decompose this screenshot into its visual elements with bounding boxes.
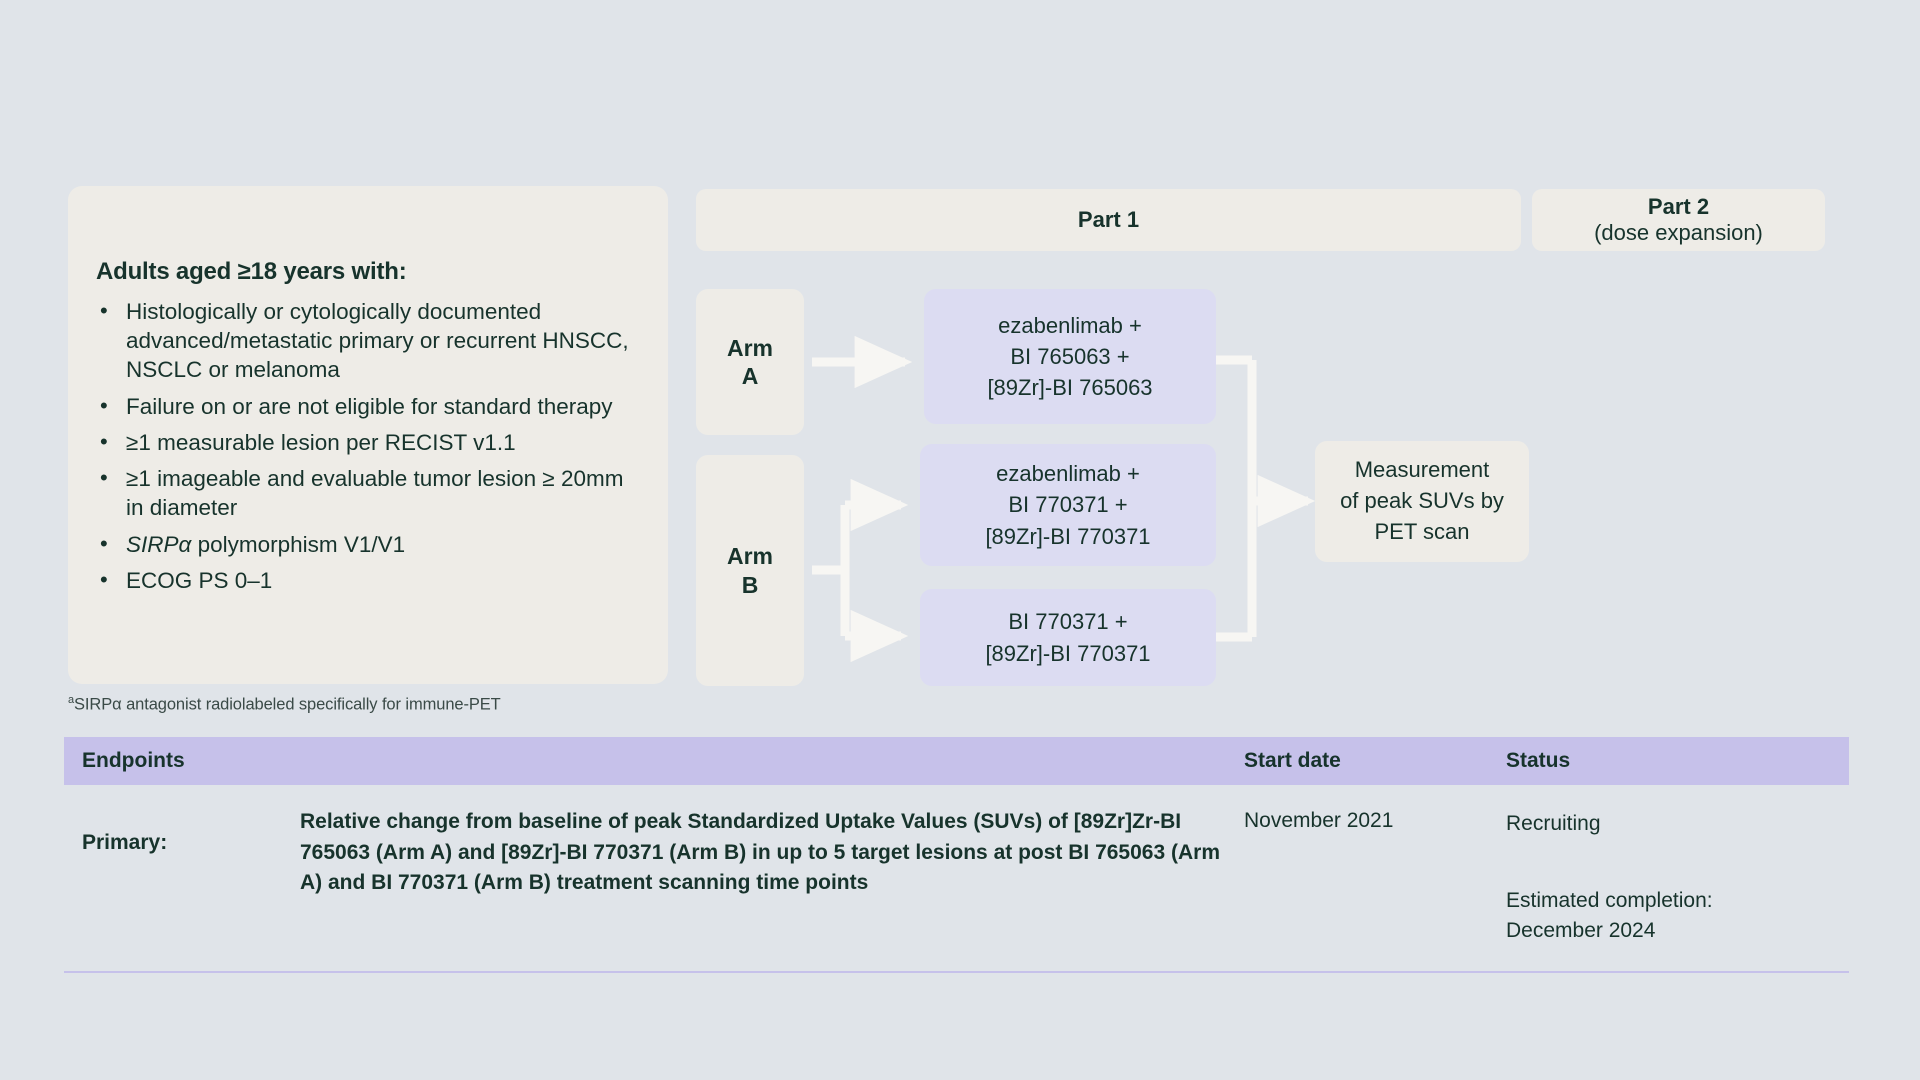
bullet-icon: • <box>100 392 108 418</box>
column-header-endpoints: Endpoints <box>82 749 185 772</box>
arm-b-label-line1: Arm <box>726 543 773 570</box>
part-1-header: Part 1 <box>696 189 1521 251</box>
treatment-box-arm-b-1: ezabenlimab + BI 770371 + [89Zr]-BI 7703… <box>920 444 1216 566</box>
treatment-box-arm-a: ezabenlimab + BI 765063 + [89Zr]-BI 7650… <box>924 289 1216 424</box>
measurement-outcome-box: Measurement of peak SUVs by PET scan <box>1315 441 1529 562</box>
criteria-item-5: • SIRPα polymorphism V1/V1 <box>96 530 634 559</box>
table-header-row: Endpoints Start date Status <box>64 737 1849 785</box>
criteria-item-text: Histologically or cytologically document… <box>126 298 629 383</box>
part-2-sublabel: (dose expansion) <box>1594 220 1763 245</box>
arm-a-box: Arm A <box>696 289 804 435</box>
arm-a-label-line1: Arm <box>726 334 773 361</box>
estimated-completion-label: Estimated completion: <box>1506 889 1713 913</box>
treatment-line: [89Zr]-BI 770371 <box>985 523 1151 549</box>
treatment-line: [89Zr]-BI 770371 <box>985 640 1151 666</box>
footnote: aSIRPα antagonist radiolabeled specifica… <box>68 694 501 715</box>
measurement-line: Measurement <box>1354 457 1490 483</box>
criteria-item-1: • Histologically or cytologically docume… <box>96 297 634 385</box>
endpoint-type-label: Primary: <box>82 831 168 854</box>
treatment-line: ezabenlimab + <box>998 312 1142 338</box>
part-2-header: Part 2 (dose expansion) <box>1532 189 1825 251</box>
column-header-start-date: Start date <box>1244 749 1341 772</box>
treatment-line: BI 770371 + <box>1008 609 1128 635</box>
footnote-marker: a <box>68 694 75 706</box>
bullet-icon: • <box>100 428 108 454</box>
treatment-line: [89Zr]-BI 765063 <box>987 375 1153 401</box>
criteria-item-text: Failure on or are not eligible for stand… <box>126 393 613 419</box>
status-cell: Recruiting Estimated completion: Decembe… <box>1506 807 1846 971</box>
treatment-line: ezabenlimab + <box>996 461 1140 487</box>
arm-b-box: Arm B <box>696 455 804 686</box>
criteria-item-2: • Failure on or are not eligible for sta… <box>96 392 634 421</box>
start-date-value: November 2021 <box>1244 809 1394 832</box>
measurement-line: of peak SUVs by <box>1340 488 1504 514</box>
criteria-item-text: ECOG PS 0–1 <box>126 567 273 593</box>
treatment-box-arm-b-2: BI 770371 + [89Zr]-BI 770371 <box>920 589 1216 686</box>
treatment-line: BI 765063 + <box>1010 343 1130 369</box>
footnote-text: SIRPα antagonist radiolabeled specifical… <box>74 695 501 714</box>
arm-b-label-line2: B <box>741 571 759 598</box>
status-badge: Recruiting <box>1506 812 1601 835</box>
bullet-icon: • <box>100 465 108 491</box>
criteria-item-4: • ≥1 imageable and evaluable tumor lesio… <box>96 464 634 523</box>
criteria-item-text: ≥1 imageable and evaluable tumor lesion … <box>126 466 624 521</box>
endpoints-table: Endpoints Start date Status Primary: Rel… <box>64 737 1849 973</box>
criteria-title: Adults aged ≥18 years with: <box>96 258 407 285</box>
criteria-item-gene: SIRPα <box>126 531 192 557</box>
bullet-icon: • <box>100 530 108 556</box>
endpoint-description: Relative change from baseline of peak St… <box>300 810 1220 895</box>
estimated-completion-value: December 2024 <box>1506 918 1656 942</box>
column-header-status: Status <box>1506 749 1571 772</box>
criteria-item-6: • ECOG PS 0–1 <box>96 566 634 595</box>
criteria-item-text: ≥1 measurable lesion per RECIST v1.1 <box>126 429 516 455</box>
eligibility-criteria-card: Adults aged ≥18 years with: • Histologic… <box>68 186 668 684</box>
criteria-list: • Histologically or cytologically docume… <box>96 297 634 595</box>
treatment-line: BI 770371 + <box>1008 492 1128 518</box>
criteria-item-text: polymorphism V1/V1 <box>191 531 406 557</box>
measurement-line: PET scan <box>1374 518 1470 544</box>
arm-a-label-line2: A <box>741 363 759 389</box>
table-row: Primary: Relative change from baseline o… <box>64 785 1849 973</box>
part-2-label: Part 2 <box>1647 194 1710 220</box>
criteria-item-3: • ≥1 measurable lesion per RECIST v1.1 <box>96 428 634 457</box>
bullet-icon: • <box>100 297 108 323</box>
part-1-label: Part 1 <box>1077 207 1140 232</box>
bullet-icon: • <box>100 566 108 592</box>
